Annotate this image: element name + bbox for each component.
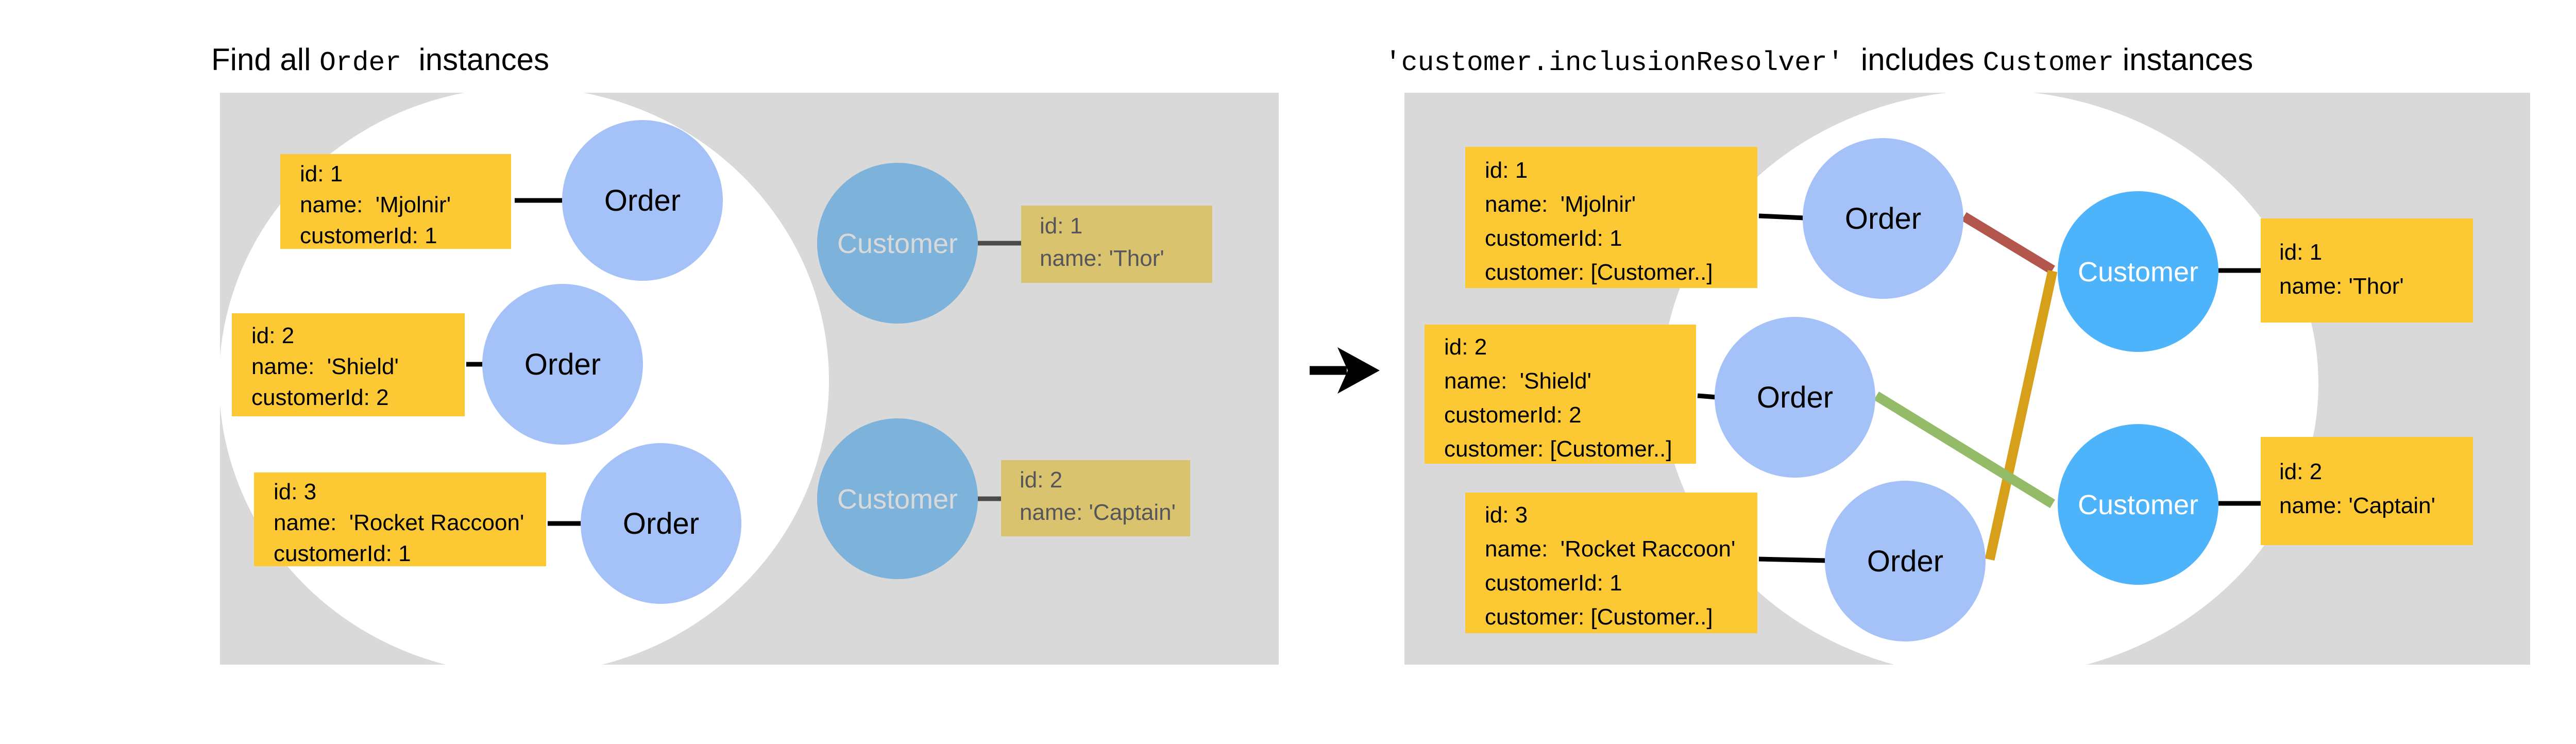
right-order2-line4: customer: [Customer..] <box>1444 436 1672 462</box>
left-panel-title: Find all Order instances <box>211 42 549 78</box>
left-order2-circle <box>482 284 643 445</box>
right-customer2-line1: id: 2 <box>2279 459 2322 484</box>
left-order1-line3: customerId: 1 <box>300 223 437 248</box>
left-customer1-record-box <box>1021 206 1212 283</box>
right-customer2-circle <box>2058 424 2218 585</box>
left-order1-line1: id: 1 <box>300 161 343 187</box>
right-title-code-customer: Customer <box>1983 47 2114 78</box>
left-order1-label: Order <box>604 184 681 217</box>
right-order2-line1: id: 2 <box>1444 334 1487 360</box>
right-order2-label: Order <box>1757 381 1833 414</box>
right-customer1-circle <box>2058 191 2218 352</box>
right-order2-circle <box>1715 317 1875 478</box>
transition-arrow <box>1310 347 1380 394</box>
right-order1-label: Order <box>1845 202 1921 235</box>
link-order3-to-customer1 <box>1985 269 2058 561</box>
right-order1-circle <box>1803 138 1963 299</box>
left-title-suffix: instances <box>401 42 549 77</box>
left-order3-record-box <box>254 472 546 566</box>
right-order2-line2: name: 'Shield' <box>1444 368 1591 394</box>
right-order3-label: Order <box>1867 545 1943 578</box>
left-order3-circle <box>581 443 741 604</box>
left-customer2-circle <box>817 418 978 579</box>
right-customer2-label: Customer <box>2078 489 2198 520</box>
left-order3-line1: id: 3 <box>274 479 316 504</box>
left-order2-line1: id: 2 <box>251 323 294 348</box>
left-title-code-order: Order <box>319 47 401 78</box>
right-order3-record-box <box>1465 493 1757 633</box>
right-title-code-resolver: 'customer.inclusionResolver' <box>1385 47 1844 78</box>
left-customer2-record-box <box>1001 460 1190 536</box>
right-order1-line1: id: 1 <box>1485 158 1528 183</box>
right-order1-line4: customer: [Customer..] <box>1485 260 1713 285</box>
left-customer1-line2: name: 'Thor' <box>1040 246 1164 271</box>
right-connector-box1-order1 <box>1758 213 1805 221</box>
right-title-suffix: instances <box>2114 42 2253 77</box>
right-panel-title: 'customer.inclusionResolver' includes Cu… <box>1385 42 2253 78</box>
right-customer1-line2: name: 'Thor' <box>2279 274 2404 299</box>
left-customer1-circle <box>817 163 978 324</box>
left-order2-label: Order <box>524 348 601 381</box>
link-order2-to-customer2 <box>1874 391 2055 509</box>
right-customer2-record-box <box>2261 437 2473 545</box>
right-order1-line2: name: 'Mjolnir' <box>1485 192 1636 217</box>
right-title-mid: includes <box>1844 42 1983 77</box>
left-order1-line2: name: 'Mjolnir' <box>300 192 451 217</box>
left-order1-record-box <box>280 154 511 249</box>
left-customer2-line2: name: 'Captain' <box>1020 500 1176 525</box>
right-order3-line1: id: 3 <box>1485 502 1528 528</box>
left-order2-line3: customerId: 2 <box>251 385 389 410</box>
right-customer1-label: Customer <box>2078 257 2198 288</box>
right-connector-box2-order2 <box>1697 393 1717 400</box>
left-customer1-line1: id: 1 <box>1040 213 1082 239</box>
right-order2-line3: customerId: 2 <box>1444 402 1582 428</box>
right-order3-circle <box>1825 481 1986 641</box>
left-customer2-line1: id: 2 <box>1020 467 1062 493</box>
right-customer1-record-box <box>2261 218 2473 323</box>
left-order2-line2: name: 'Shield' <box>251 354 399 379</box>
right-customer2-line2: name: 'Captain' <box>2279 493 2435 518</box>
right-connector-box3-order3 <box>1758 556 1827 563</box>
left-order1-circle <box>562 120 723 281</box>
left-order3-label: Order <box>623 507 699 540</box>
left-title-prefix: Find all <box>211 42 319 77</box>
right-order1-line3: customerId: 1 <box>1485 226 1622 251</box>
right-order2-record-box <box>1425 325 1696 464</box>
left-customer1-label: Customer <box>837 228 958 259</box>
right-order3-line2: name: 'Rocket Raccoon' <box>1485 536 1735 562</box>
right-order1-record-box <box>1465 147 1757 288</box>
left-order3-line3: customerId: 1 <box>274 541 411 566</box>
left-order2-record-box <box>232 313 465 416</box>
right-order3-line3: customerId: 1 <box>1485 570 1622 596</box>
left-order3-line2: name: 'Rocket Raccoon' <box>274 510 524 535</box>
link-order1-to-customer1 <box>1961 212 2055 275</box>
right-order3-line4: customer: [Customer..] <box>1485 604 1713 630</box>
left-customer2-label: Customer <box>837 484 958 515</box>
right-customer1-line1: id: 1 <box>2279 240 2322 265</box>
